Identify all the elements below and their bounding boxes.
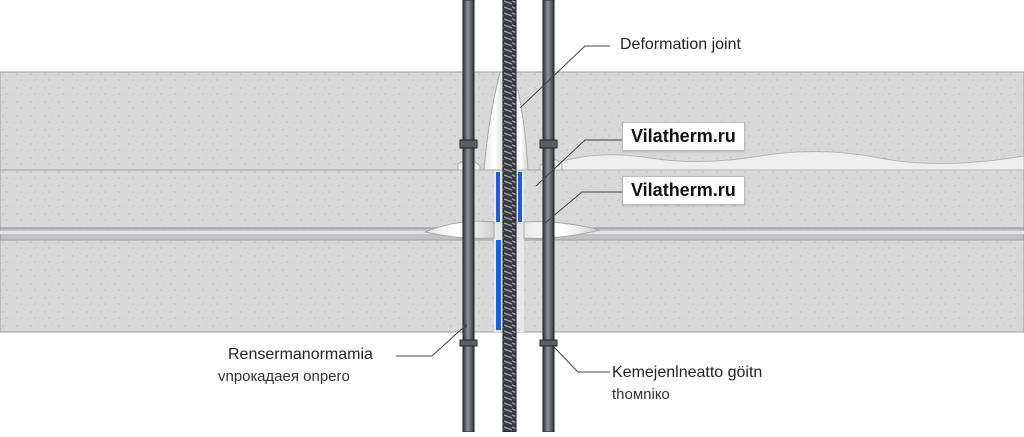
leader-deformation-joint: [519, 45, 610, 109]
watermark-badge-bottom: Vilatherm.ru: [622, 176, 745, 205]
blue-sealant-left: [496, 172, 501, 330]
leader-left-label: [396, 324, 467, 357]
blue-sealant-right: [518, 172, 522, 222]
steel-pipe-icon: [459, 0, 478, 433]
leader-badge-top: [535, 139, 622, 187]
surface-sealant-strip: [559, 150, 1024, 171]
left-label-line2: vnpoкaдaeя onpero: [218, 368, 350, 385]
right-label-line1: Kemejenlneatto göitn: [612, 364, 763, 381]
watermark-badge-top: Vilatherm.ru: [622, 122, 745, 151]
sealant-bead-left: [423, 220, 495, 239]
leader-badge-bottom: [544, 191, 622, 224]
left-label-line1: Rensermanormamia: [228, 346, 373, 363]
deformation-joint-label: Deformation joint: [620, 36, 741, 53]
threaded-rod-icon: [502, 0, 517, 433]
steel-pipe-icon: [539, 0, 558, 433]
leader-right-label: [552, 345, 610, 373]
right-label-line2: thoмniкo: [612, 386, 670, 403]
